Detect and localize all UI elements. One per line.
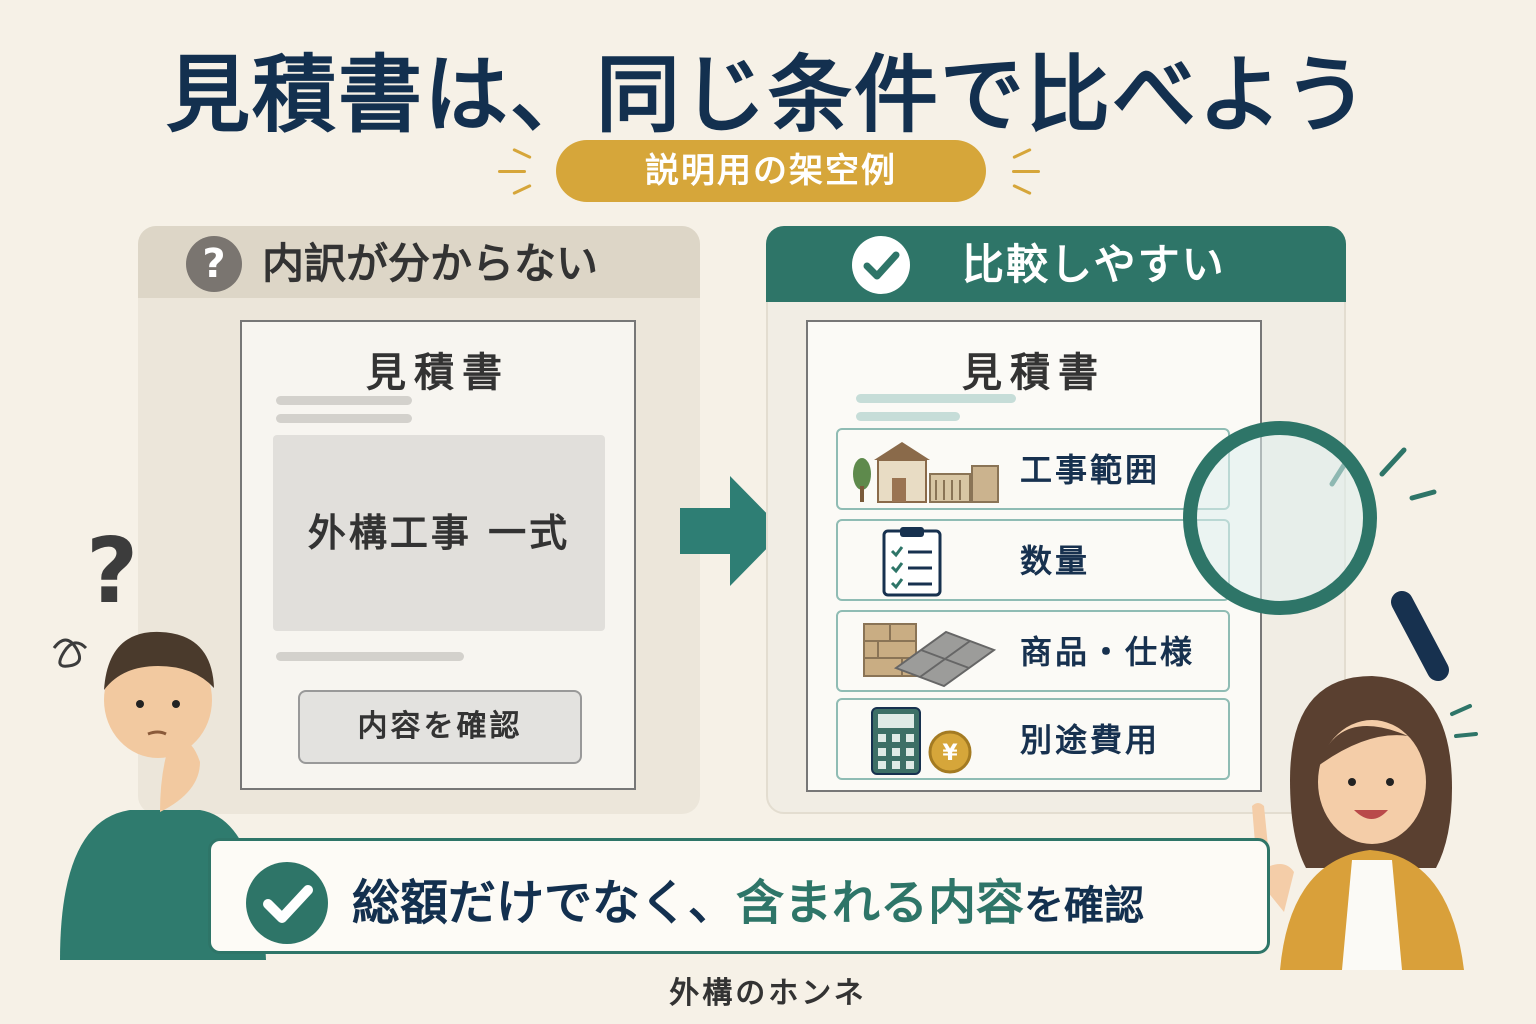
- row-label-product-spec: 商品・仕様: [1020, 633, 1196, 671]
- estimate-row-extra-costs: ¥ 別途費用: [836, 698, 1230, 780]
- magnifying-glass-icon: [1183, 421, 1449, 681]
- key-message-part3: を確認: [1024, 883, 1145, 929]
- svg-text:?: ?: [86, 530, 138, 624]
- question-icon: ?: [186, 236, 242, 292]
- check-contents-button[interactable]: 内容を確認: [298, 690, 582, 764]
- paving-tiles-icon: [863, 623, 997, 688]
- house-icon: [853, 442, 999, 503]
- placeholder-line: [276, 414, 412, 423]
- sparkle-right-bottom: [1012, 183, 1032, 196]
- unclear-panel-heading: 内訳が分からない: [262, 239, 599, 288]
- pointing-woman-illustration: [1252, 676, 1478, 970]
- document-title: 見積書: [366, 350, 510, 396]
- sparkle-right-top: [1012, 147, 1032, 160]
- placeholder-line: [276, 396, 412, 405]
- document-title: 見積書: [962, 350, 1106, 396]
- sparkle-left-top: [512, 147, 532, 160]
- page-title: 見積書は、同じ条件で比べよう: [165, 46, 1370, 144]
- lump-sum-block: 外構工事 一式: [273, 435, 605, 631]
- clipboard-icon: [882, 527, 942, 597]
- calculator-yen-icon: ¥: [871, 707, 972, 775]
- row-label-extra-costs: 別途費用: [1020, 721, 1161, 759]
- key-message-banner: [208, 838, 1270, 954]
- placeholder-line: [856, 394, 1016, 403]
- estimate-row-quantity: 数量: [836, 519, 1230, 601]
- estimate-row-scope: 工事範囲: [836, 428, 1230, 510]
- check-circle-icon: [246, 862, 328, 944]
- site-brand-footer: 外構のホンネ: [669, 976, 867, 1011]
- key-message: 総額だけでなく、含まれる内容を確認: [352, 862, 1144, 947]
- key-message-highlight: 含まれる内容: [736, 875, 1025, 931]
- key-message-part1: 総額だけでなく、: [352, 875, 737, 931]
- example-badge: 説明用の架空例: [556, 140, 986, 202]
- check-icon: [852, 236, 910, 294]
- clear-panel-heading: 比較しやすい: [962, 240, 1226, 289]
- arrow-shaft: [680, 508, 732, 554]
- sparkle-right-mid: [1012, 170, 1040, 173]
- arrow-right-icon: [730, 476, 784, 586]
- estimate-row-product-spec: 商品・仕様: [836, 610, 1230, 692]
- placeholder-line: [856, 412, 960, 421]
- sparkle-left-mid: [498, 170, 526, 173]
- row-label-quantity: 数量: [1020, 542, 1091, 580]
- svg-text:¥: ¥: [942, 741, 958, 766]
- sparkle-left-bottom: [512, 183, 532, 196]
- placeholder-line: [276, 652, 464, 661]
- row-label-scope: 工事範囲: [1020, 451, 1161, 489]
